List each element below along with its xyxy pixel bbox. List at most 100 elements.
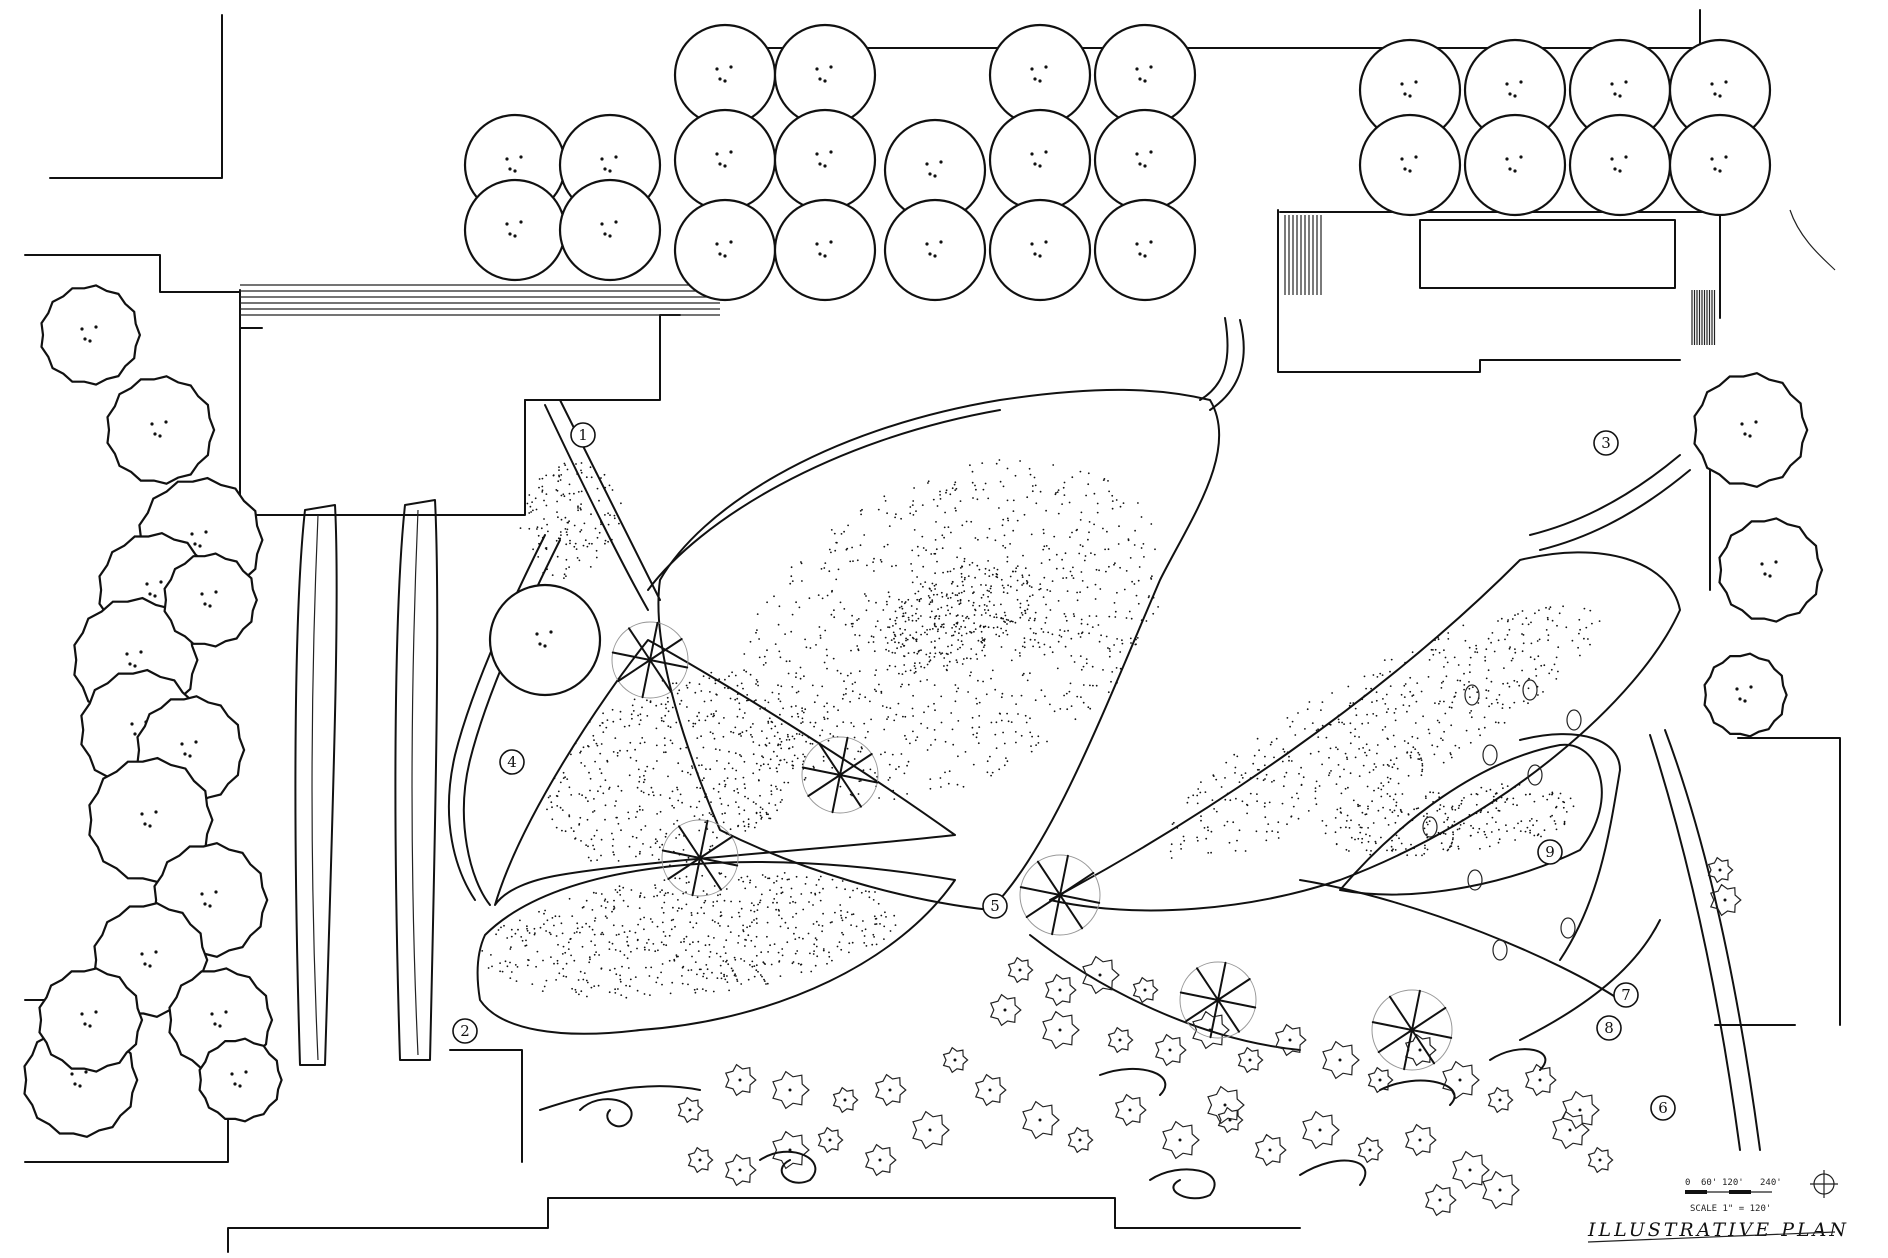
shrub-3 [1132, 976, 1159, 1004]
specimen-tree-3 [1019, 854, 1101, 936]
shrub-clusters [579, 856, 1742, 1217]
specimen-tree-0 [611, 621, 689, 699]
scale-bar: 0 60' 120' 240' SCALE 1" = 120' [1685, 1170, 1838, 1214]
shrub-37 [724, 1063, 757, 1097]
tree-top-11 [883, 198, 987, 302]
tree-top-25 [1668, 113, 1772, 217]
scale-tick-120: 120' [1722, 1178, 1744, 1188]
flowering-tree-6 [1467, 869, 1483, 891]
shrub-19 [974, 1073, 1007, 1107]
tree-left-1 [106, 375, 216, 485]
callout-1: 1 [570, 422, 596, 448]
tree-top-17 [1093, 198, 1197, 302]
lawn-stipple [481, 459, 1601, 999]
callout-number: 3 [1601, 434, 1611, 452]
steps-west [240, 284, 720, 316]
shrub-12 [1367, 1066, 1394, 1094]
shrub-43 [1709, 883, 1742, 917]
shrub-18 [942, 1046, 969, 1074]
scale-tick-240: 240' [1760, 1178, 1782, 1188]
callout-4: 4 [499, 749, 525, 775]
shrub-35 [912, 1110, 950, 1150]
shrub-4 [989, 993, 1022, 1027]
shrub-1 [1044, 973, 1077, 1007]
shrub-7 [1154, 1033, 1187, 1067]
tree-top-7 [773, 23, 877, 127]
shrub-6 [1107, 1026, 1134, 1054]
plan-title: ILLUSTRATIVE PLAN [1587, 1219, 1849, 1241]
flowering-tree-2 [1566, 709, 1582, 731]
specimen-tree-2 [661, 819, 739, 897]
ornamental-swirl-5 [1099, 1067, 1167, 1096]
flowering-tree-7 [1492, 939, 1508, 961]
plan-callouts: 1 2 3 4 5 6 7 8 9 [452, 422, 1676, 1121]
shrub-8 [1192, 1010, 1230, 1050]
scale-tick-0: 0 [1685, 1178, 1690, 1188]
flowering-tree-1 [1522, 679, 1538, 701]
callout-number: 7 [1621, 986, 1631, 1004]
specimen-trees [611, 621, 1582, 1071]
shrub-25 [1254, 1133, 1287, 1167]
shrub-24 [1217, 1106, 1244, 1134]
ornamental-swirl-2 [1149, 1168, 1216, 1200]
flowering-tree-3 [1482, 744, 1498, 766]
shrub-27 [1357, 1136, 1384, 1164]
shrub-44 [1552, 1110, 1590, 1150]
shrub-21 [1067, 1126, 1094, 1154]
callout-9: 9 [1537, 839, 1563, 865]
shrub-15 [1487, 1086, 1514, 1114]
shrub-30 [687, 1146, 714, 1174]
shrub-2 [1082, 955, 1120, 995]
tree-top-21 [1463, 113, 1567, 217]
flowering-tree-0 [1464, 684, 1480, 706]
tree-top-8 [773, 108, 877, 212]
callout-number: 9 [1545, 843, 1555, 861]
shrub-33 [817, 1126, 844, 1154]
ornamental-swirl-3 [1299, 1159, 1367, 1186]
tree-top-23 [1568, 113, 1672, 217]
tree-specimen-west [488, 583, 602, 697]
shrub-28 [1404, 1123, 1437, 1157]
shrub-47 [1482, 1170, 1520, 1210]
specimen-tree-4 [1179, 961, 1257, 1039]
tree-left-14 [163, 552, 258, 648]
shrub-46 [1424, 1183, 1457, 1217]
north-arrow-icon [1810, 1170, 1838, 1198]
shrub-36 [677, 1096, 704, 1124]
callout-6: 6 [1650, 1095, 1676, 1121]
tree-top-14 [988, 198, 1092, 302]
callout-number: 1 [578, 426, 588, 444]
tree-right-2 [1703, 652, 1788, 738]
callout-number: 5 [990, 897, 1000, 915]
shrub-20 [1022, 1100, 1060, 1140]
shrub-34 [864, 1143, 897, 1177]
steps-east [1284, 215, 1716, 345]
tree-top-13 [988, 108, 1092, 212]
site-boundaries [24, 9, 1841, 1253]
tree-top-6 [673, 198, 777, 302]
shrub-0 [1007, 956, 1034, 984]
shrub-29 [1452, 1150, 1490, 1190]
shrub-5 [1042, 1010, 1080, 1050]
shrub-38 [772, 1070, 810, 1110]
tree-canopies [23, 23, 1824, 1138]
tree-top-19 [1358, 113, 1462, 217]
shrub-32 [772, 1130, 810, 1170]
callout-8: 8 [1596, 1015, 1622, 1041]
shrub-26 [1302, 1110, 1340, 1150]
specimen-tree-5 [1371, 989, 1453, 1071]
shrub-17 [1562, 1090, 1600, 1130]
shrub-22 [1114, 1093, 1147, 1127]
shrub-16 [1524, 1063, 1557, 1097]
callout-number: 2 [460, 1022, 470, 1040]
shrub-14 [1442, 1060, 1480, 1100]
callout-5: 5 [982, 893, 1008, 919]
callout-number: 6 [1658, 1099, 1668, 1117]
ornamental-swirl-6 [1489, 1048, 1547, 1071]
specimen-tree-1 [801, 736, 879, 814]
lawn-panels [447, 317, 1761, 1151]
tree-top-1 [463, 178, 567, 282]
scale-tick-60: 60' [1701, 1178, 1717, 1188]
shrub-10 [1274, 1023, 1307, 1057]
